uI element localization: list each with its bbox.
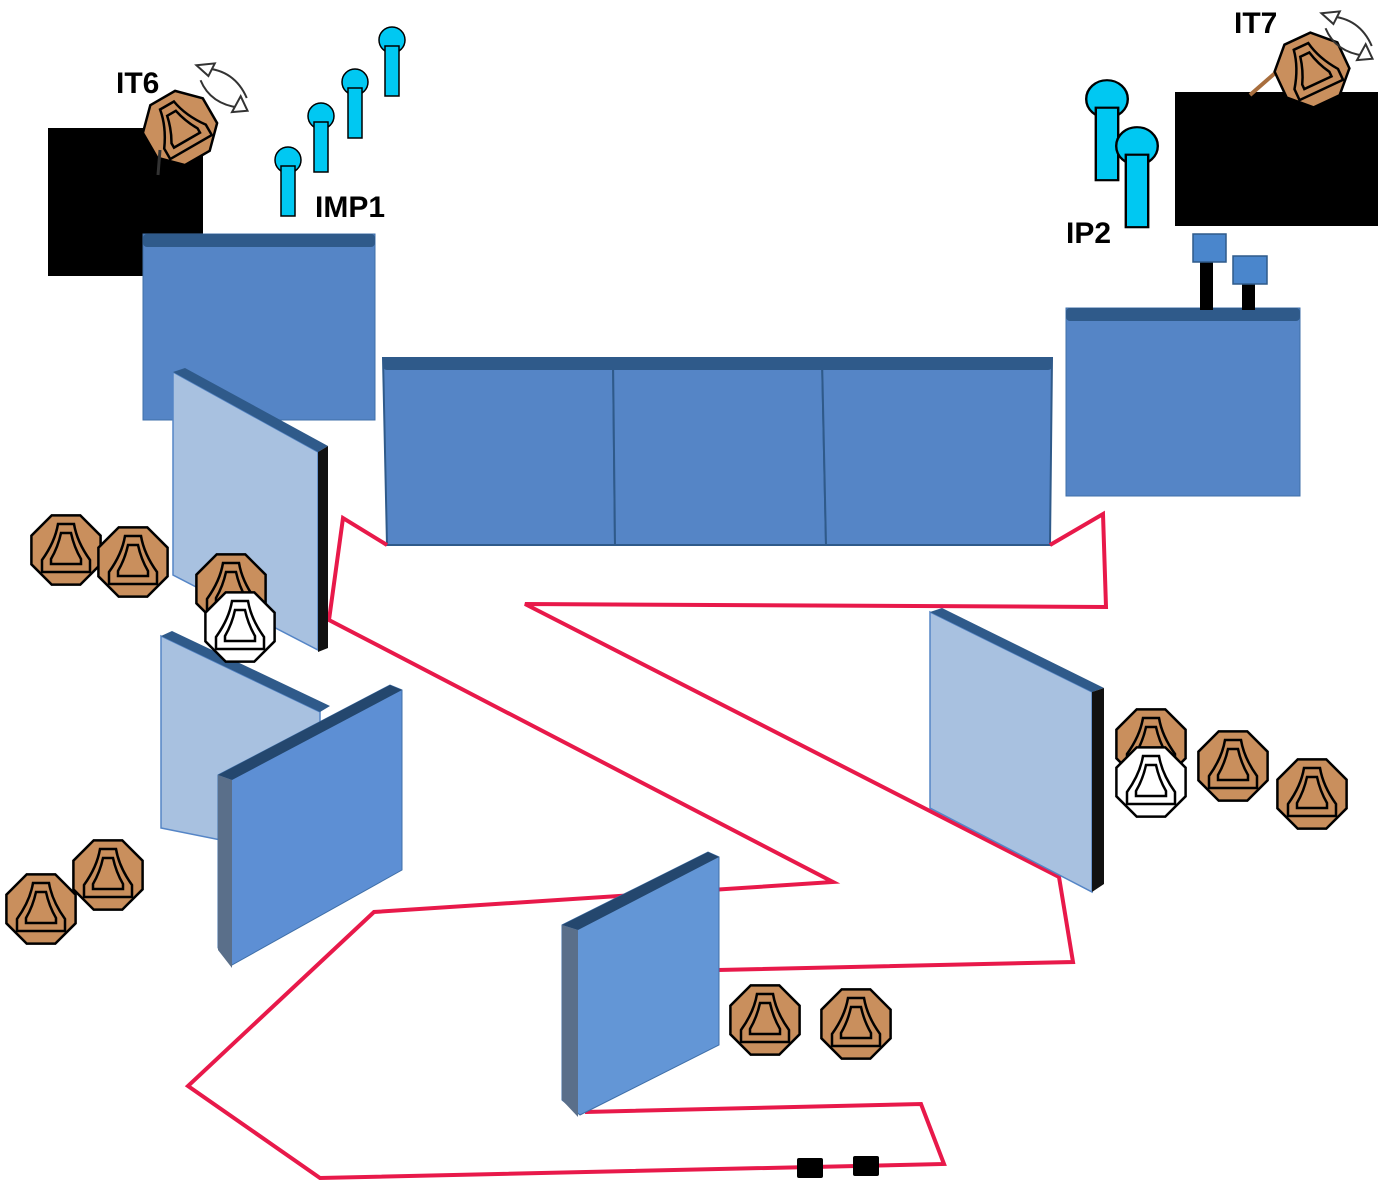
brown-steel-target-icon: [1276, 758, 1348, 830]
popper-icon: [274, 146, 302, 217]
barricade-lower-left: [160, 631, 403, 968]
turning-target-it7: [1248, 2, 1384, 118]
white-no-shoot-target-icon: [204, 591, 276, 663]
label-it7: IT7: [1234, 7, 1277, 40]
start-marker-right: [853, 1156, 879, 1176]
label-ip2: IP2: [1066, 217, 1111, 250]
brown-steel-target-icon: [5, 873, 77, 945]
popper-icon: [1114, 125, 1160, 229]
popper-icon: [307, 102, 335, 173]
popper-icon: [1084, 78, 1130, 182]
target-group-right: [1115, 708, 1348, 830]
brown-steel-target-icon: [97, 526, 169, 598]
barricade-lower-center: [561, 851, 720, 1117]
target-group-bottom: [729, 984, 892, 1060]
white-no-shoot-target-icon: [1115, 746, 1187, 818]
wall-right: [1065, 307, 1301, 497]
start-marker-left: [797, 1158, 823, 1178]
label-imp1: IMP1: [315, 191, 385, 224]
popper-group-imp1: [274, 26, 406, 217]
turning-target-it6: [131, 54, 261, 177]
brown-steel-target-icon: [729, 984, 801, 1056]
fault-line-right: [524, 510, 1109, 972]
brown-steel-target-icon: [72, 839, 144, 911]
block-right: [1175, 92, 1378, 226]
popper-group-ip2: [1084, 78, 1160, 229]
wall-center-row: [381, 357, 1054, 546]
barricade-panel-right: [929, 608, 1104, 894]
fault-line: [184, 514, 947, 1181]
target-group-left-lower: [5, 839, 144, 945]
small-poppers-right: [1192, 233, 1268, 310]
brown-steel-target-icon: [30, 514, 102, 586]
popper-icon: [378, 26, 406, 97]
brown-steel-target-icon: [1197, 730, 1269, 802]
brown-steel-target-icon: [820, 988, 892, 1060]
popper-icon: [341, 68, 369, 139]
label-it6: IT6: [116, 67, 159, 100]
